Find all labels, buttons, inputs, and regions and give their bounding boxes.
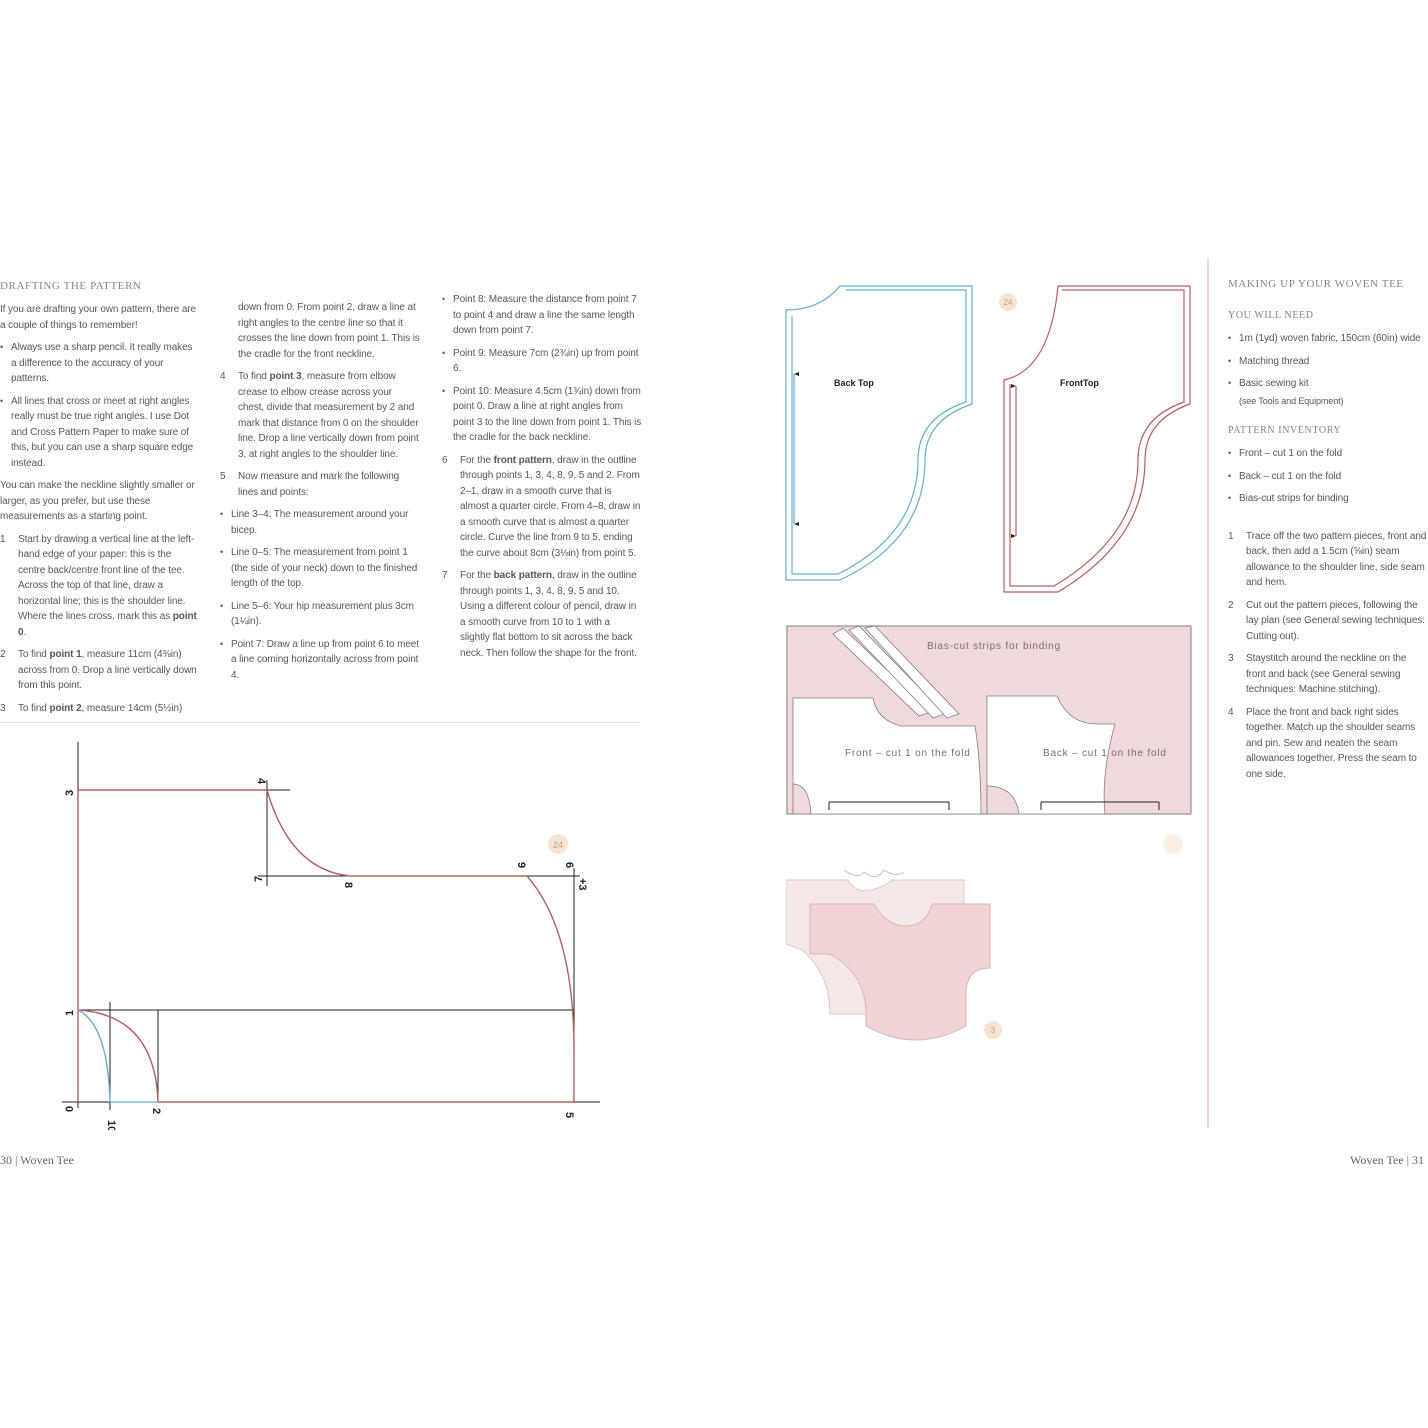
tee-illustration: 3 [786, 869, 1002, 1041]
step-3-continued: down from 0. From point 2, draw a line a… [238, 302, 420, 360]
list-item: Point 9: Measure 7cm (2¾in) up from poin… [442, 346, 642, 377]
decorative-circle [1163, 834, 1183, 854]
label-3cm: +3 [576, 878, 588, 891]
intro-text: If you are drafting your own pattern, th… [0, 304, 196, 331]
list-item: Front – cut 1 on the fold [1228, 446, 1428, 462]
label-point-8: 8 [342, 882, 354, 888]
label-point-6: 6 [563, 862, 575, 868]
label-point-7: 7 [253, 876, 265, 882]
label-point-10: 10 [105, 1120, 117, 1130]
list-item: Point 7: Draw a line up from point 6 to … [220, 637, 420, 684]
lay-front-label: Front – cut 1 on the fold [845, 748, 971, 759]
lay-bias-label: Bias-cut strips for binding [927, 641, 1061, 652]
list-item: Point 10: Measure 4.5cm (1¾in) down from… [442, 384, 642, 446]
badge-24-label: 24 [1004, 298, 1013, 307]
drafting-column-1: If you are drafting your own pattern, th… [0, 302, 200, 723]
list-item: 1m (1yd) woven fabric, 150cm (60in) wide [1228, 331, 1428, 347]
drafting-heading: DRAFTING THE PATTERN [0, 280, 142, 292]
label-point-9: 9 [515, 862, 527, 868]
badge-3 [984, 1021, 1002, 1039]
back-top-label: Back Top [834, 378, 874, 388]
list-item: Back – cut 1 on the fold [1228, 469, 1428, 485]
need-list: 1m (1yd) woven fabric, 150cm (60in) wide… [1228, 331, 1428, 392]
inventory-heading: PATTERN INVENTORY [1228, 425, 1342, 436]
making-up-column: MAKING UP YOUR WOVEN TEE YOU WILL NEED 1… [1228, 278, 1428, 789]
left-footer: 30 | Woven Tee [0, 1153, 74, 1167]
list-item: Line 5–6: Your hip measurement plus 3cm … [220, 599, 420, 630]
drafting-diagram: 0 10 2 1 3 4 7 8 9 6 +3 5 24 [62, 742, 600, 1130]
page-badge [548, 834, 568, 854]
right-footer: Woven Tee | 31 [1349, 1153, 1424, 1167]
list-item: Basic sewing kit [1228, 376, 1428, 392]
list-item: Always use a sharp pencil. It really mak… [0, 340, 200, 387]
page-badge-label: 24 [553, 840, 563, 850]
making-up-heading: MAKING UP YOUR WOVEN TEE [1228, 278, 1404, 290]
list-item: Point 8: Measure the distance from point… [442, 292, 642, 339]
inventory-list: Front – cut 1 on the fold Back – cut 1 o… [1228, 446, 1428, 507]
list-item: Line 0–5: The measurement from point 1 (… [220, 545, 420, 592]
lay-back-label: Back – cut 1 on the fold [1043, 748, 1167, 759]
label-point-0: 0 [64, 1106, 76, 1112]
label-point-3: 3 [64, 790, 76, 796]
need-note: (see Tools and Equipment) [1239, 395, 1344, 406]
list-item: Bias-cut strips for binding [1228, 491, 1428, 507]
list-item: Matching thread [1228, 354, 1428, 370]
pattern-pieces: Back Top FrontTop 24 [785, 285, 1191, 593]
you-will-need-heading: YOU WILL NEED [1228, 310, 1314, 321]
label-point-2: 2 [150, 1108, 162, 1114]
neckline-note: You can make the neckline slightly small… [0, 480, 195, 522]
intro-bullets: Always use a sharp pencil. It really mak… [0, 340, 200, 471]
front-top-label: FrontTop [1060, 378, 1099, 388]
list-item: All lines that cross or meet at right an… [0, 394, 200, 472]
lay-plan: Bias-cut strips for binding Front – cut … [786, 625, 1192, 815]
section-divider [0, 722, 640, 723]
badge-24 [999, 293, 1017, 311]
label-point-1: 1 [64, 1010, 76, 1016]
list-item: Line 3–4: The measurement around your bi… [220, 507, 420, 538]
step-5-bullets: Line 3–4: The measurement around your bi… [220, 507, 420, 683]
column-divider [1207, 258, 1209, 1128]
drafting-column-3: Point 8: Measure the distance from point… [442, 292, 642, 668]
label-point-5: 5 [563, 1112, 575, 1118]
point-bullets: Point 8: Measure the distance from point… [442, 292, 642, 446]
badge-3-label: 3 [991, 1026, 996, 1035]
drafting-column-2: down from 0. From point 2, draw a line a… [220, 300, 420, 690]
label-point-4: 4 [255, 778, 267, 785]
